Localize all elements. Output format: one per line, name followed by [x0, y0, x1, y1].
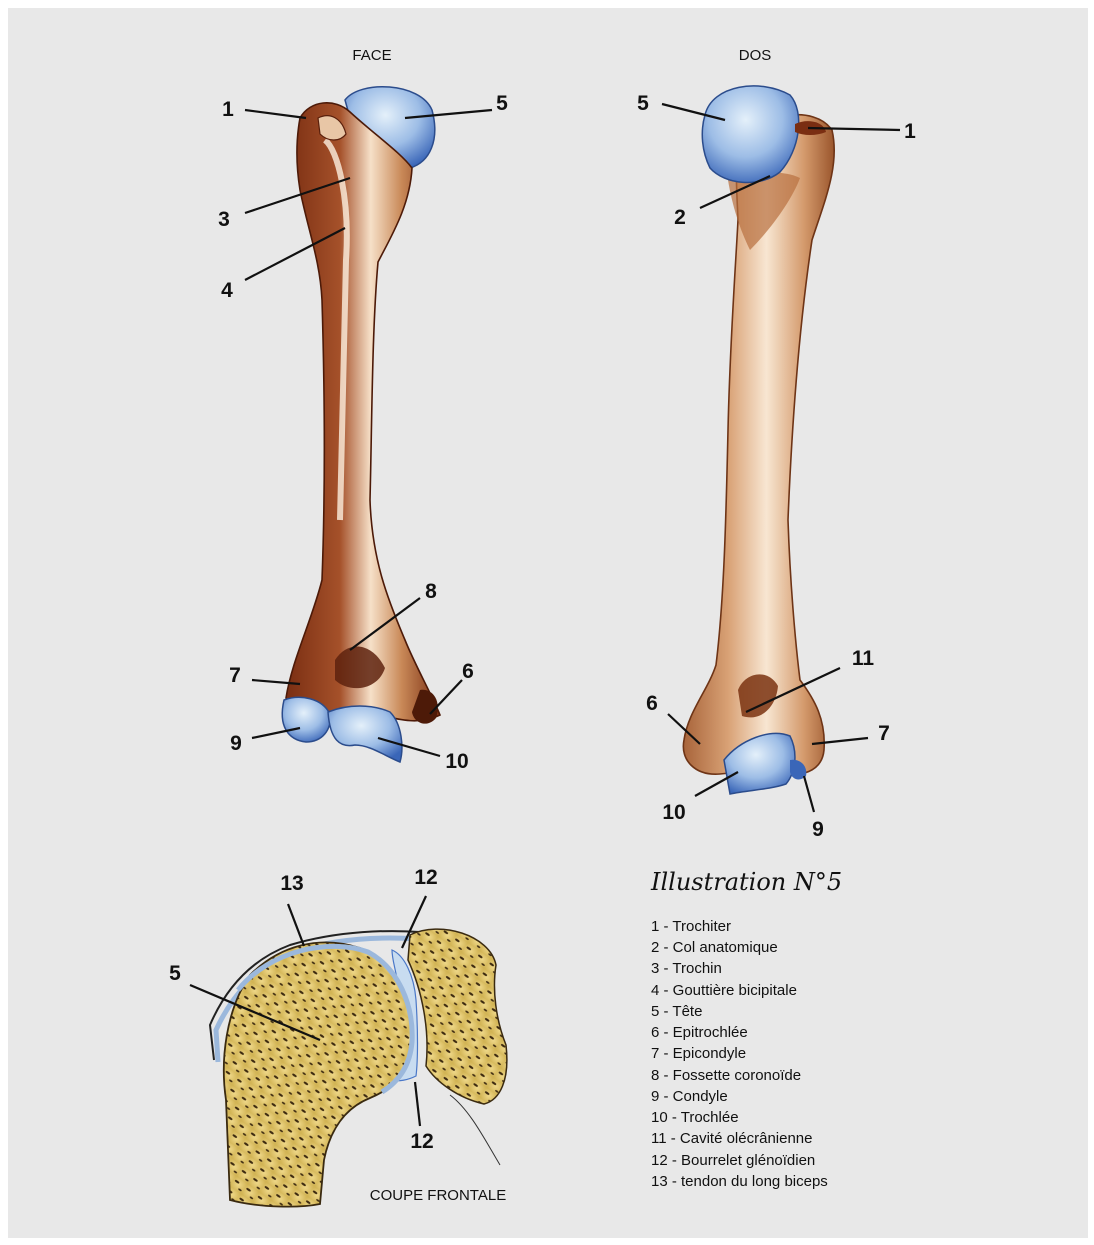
legend-item: 9 - Condyle: [651, 1088, 728, 1105]
section-marker-12-top: 12: [414, 866, 437, 889]
dos-marker-6: 6: [646, 692, 658, 715]
legend: Illustration N°5 1 - Trochiter 2 - Col a…: [650, 868, 842, 1190]
view-title-coupe: COUPE FRONTALE: [370, 1187, 506, 1204]
legend-item: 3 - Trochin: [651, 960, 722, 977]
legend-item: 4 - Gouttière bicipitale: [651, 982, 797, 999]
section-marker-12-bottom: 12: [410, 1130, 433, 1153]
legend-item: 2 - Col anatomique: [651, 939, 778, 956]
legend-item: 12 - Bourrelet glénoïdien: [651, 1152, 815, 1169]
dos-marker-10: 10: [662, 801, 685, 824]
legend-item: 10 - Trochlée: [651, 1109, 739, 1126]
view-title-face: FACE: [352, 47, 391, 64]
face-marker-10: 10: [445, 750, 468, 773]
face-marker-8: 8: [425, 580, 437, 603]
face-marker-1: 1: [222, 98, 234, 121]
dos-marker-1: 1: [904, 120, 916, 143]
section-marker-13: 13: [280, 872, 303, 895]
face-marker-6: 6: [462, 660, 474, 683]
section-marker-5: 5: [169, 962, 181, 985]
dos-marker-5: 5: [637, 92, 649, 115]
dos-marker-9: 9: [812, 818, 824, 841]
face-marker-4: 4: [221, 279, 233, 302]
legend-item: 6 - Epitrochlée: [651, 1024, 748, 1041]
section-humeral-head: [224, 942, 412, 1206]
face-marker-5: 5: [496, 92, 508, 115]
humerus-posterior-view: DOS 5 1 2 11 6 7 10 9: [637, 47, 916, 841]
legend-item: 13 - tendon du long biceps: [651, 1173, 828, 1190]
face-marker-3: 3: [218, 208, 230, 231]
face-marker-9: 9: [230, 732, 242, 755]
legend-item: 8 - Fossette coronoïde: [651, 1067, 801, 1084]
legend-item: 11 - Cavité olécrânienne: [651, 1130, 812, 1147]
frontal-section-view: 13 12 5 12 COUPE FRONTALE: [169, 866, 507, 1207]
dos-marker-11: 11: [852, 647, 875, 670]
dos-marker-7: 7: [878, 722, 890, 745]
section-glenoid: [408, 929, 507, 1104]
humerus-anterior-view: FACE 1 5 3 4 8 7 6 9 10: [218, 47, 508, 773]
face-marker-7: 7: [229, 664, 241, 687]
legend-item: 7 - Epicondyle: [651, 1045, 746, 1062]
legend-title: Illustration N°5: [650, 868, 842, 896]
legend-item: 1 - Trochiter: [651, 918, 731, 935]
face-humerus-shaft: [286, 103, 440, 721]
face-trochlea: [328, 706, 402, 762]
legend-item: 5 - Tête: [651, 1003, 702, 1020]
view-title-dos: DOS: [739, 47, 772, 64]
dos-marker-2: 2: [674, 206, 686, 229]
dos-humeral-head: [702, 86, 798, 183]
